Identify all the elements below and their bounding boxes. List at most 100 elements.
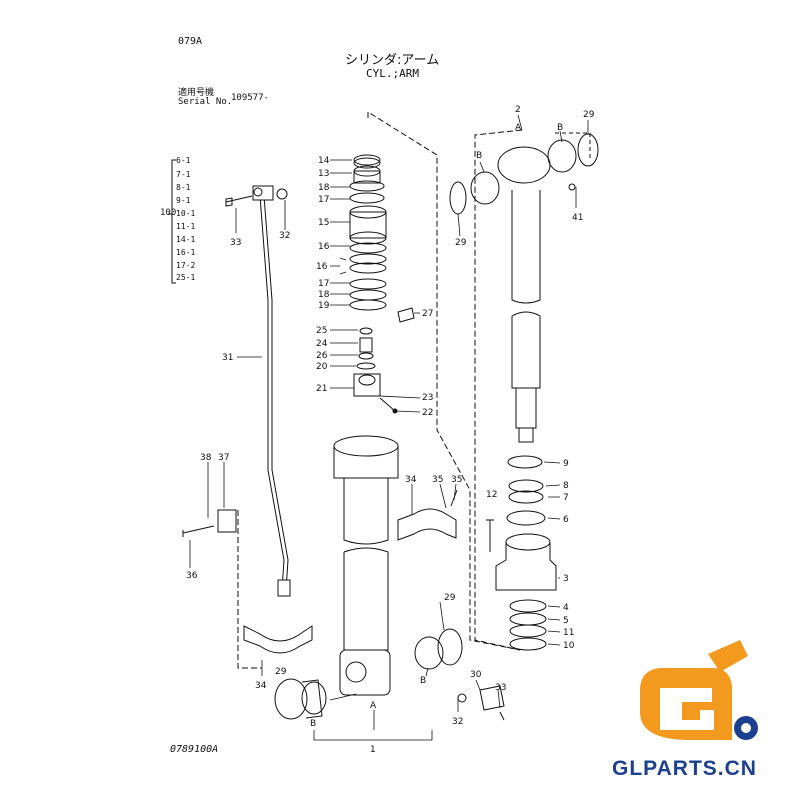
serial-label-en: Serial No. (178, 97, 233, 107)
serial-item: 16-1 (176, 248, 196, 257)
callout-B-top: B (557, 123, 563, 133)
callout-22: 22 (422, 408, 433, 418)
bolt-33 (499, 711, 505, 721)
callout-labels: 14 13 18 17 15 16 16 17 18 19 27 25 24 2… (186, 105, 595, 755)
bushing-29 (274, 678, 308, 720)
callout-1: 1 (370, 745, 376, 755)
title-jp: シリンダ:アーム (345, 53, 440, 68)
serial-item: 7-1 (176, 170, 191, 179)
callout-30: 30 (470, 670, 482, 680)
bushing-B-bottom (301, 681, 327, 715)
serial-item: 17-2 (176, 261, 196, 270)
callout-25: 25 (316, 326, 327, 336)
hose-31 (252, 185, 291, 597)
serial-item: 25-1 (176, 273, 196, 282)
callout-33: 33 (230, 238, 241, 248)
washer-32 (457, 693, 467, 703)
bracket-38 (217, 509, 237, 533)
callout-39: 36 (186, 571, 198, 581)
bolt-12 (486, 519, 494, 552)
callout-21: 21 (316, 384, 327, 394)
serial-bracket (168, 159, 176, 284)
assembly-line (555, 132, 591, 160)
callout-3: 3 (563, 574, 569, 584)
serial-value: 109577- (231, 93, 269, 103)
callout-5: 5 (563, 616, 569, 626)
callout-17: 16 (318, 242, 330, 252)
serial-group-label: 100 (160, 208, 177, 218)
callout-38: 37 (218, 453, 229, 463)
serial-item: 8-1 (176, 183, 191, 192)
callout-29-left: 29 (455, 238, 467, 248)
callout-B-top-left: B (476, 151, 482, 161)
callout-19b: 19 (318, 301, 330, 311)
callout-31: 31 (222, 353, 233, 363)
rod-head-rings (495, 455, 557, 651)
callout-27: 27 (422, 309, 433, 319)
callout-40: 38 (200, 453, 212, 463)
serial-item: 9-1 (176, 196, 191, 205)
callout-A-bottom: A (370, 701, 377, 711)
callout-23: 23 (422, 393, 433, 403)
callout-A-top: A (515, 123, 522, 133)
glparts-logo-mark (640, 640, 758, 740)
callout-32: 32 (279, 231, 290, 241)
fitting-30 (479, 685, 505, 711)
callout-29-mid: 29 (444, 593, 456, 603)
leader-lines (189, 114, 589, 741)
assembly-line (474, 129, 523, 651)
callout-24: 24 (316, 339, 328, 349)
callout-11: 11 (563, 628, 574, 638)
bolt-33-top (225, 195, 253, 207)
callout-29-top: 29 (583, 110, 595, 120)
serial-label-jp: 適用号機 (178, 88, 215, 98)
band-34 (243, 625, 313, 654)
washer-32-top (276, 188, 288, 200)
callout-18b: 18 (318, 290, 330, 300)
callout-32-bottom: 32 (452, 717, 463, 727)
cushion-parts (353, 327, 381, 397)
title-en: CYL.;ARM (366, 67, 419, 80)
callout-8: 8 (563, 481, 569, 491)
callout-17b: 17 (318, 279, 329, 289)
page-code: 079A (178, 36, 203, 47)
callout-19: 18 (318, 183, 330, 193)
callout-12: 12 (486, 490, 497, 500)
callout-41: 41 (572, 213, 583, 223)
assembly-line (237, 510, 262, 669)
callout-37: 35 (432, 475, 443, 485)
callout-7: 7 (563, 493, 569, 503)
brand-text: GLPARTS.CN (612, 757, 757, 780)
drawing-number: 0789100A (170, 744, 219, 755)
band-35 (397, 508, 457, 541)
serial-item: 10-1 (176, 209, 196, 218)
pin-27 (397, 307, 415, 323)
callout-B-right: B (420, 676, 426, 686)
callout-15: 15 (318, 218, 329, 228)
callout-33-bottom: 33 (495, 683, 506, 693)
assembly-line (367, 111, 521, 651)
callout-26: 26 (316, 351, 328, 361)
bushing-29-right (437, 628, 463, 666)
set-screw (379, 397, 396, 412)
seal-stack-top (349, 154, 387, 311)
bushing-B-right (414, 636, 444, 670)
callout-14: 14 (318, 156, 330, 166)
callout-18: 17 (318, 195, 329, 205)
callout-34: 34 (255, 681, 267, 691)
bolt-39 (182, 525, 215, 537)
serial-item: 14-1 (176, 235, 196, 244)
callout-10: 10 (563, 641, 575, 651)
callout-35: 34 (405, 475, 417, 485)
serial-item: 6-1 (176, 156, 191, 165)
serial-item: 11-1 (176, 222, 196, 231)
callout-20: 20 (316, 362, 328, 372)
callout-13: 13 (318, 169, 329, 179)
bushing-B (301, 679, 323, 719)
callout-9: 9 (563, 459, 569, 469)
callout-36: 35 (451, 475, 462, 485)
callout-B-left: B (310, 719, 316, 729)
callout-4: 4 (563, 603, 569, 613)
callout-16: 16 (316, 262, 328, 272)
